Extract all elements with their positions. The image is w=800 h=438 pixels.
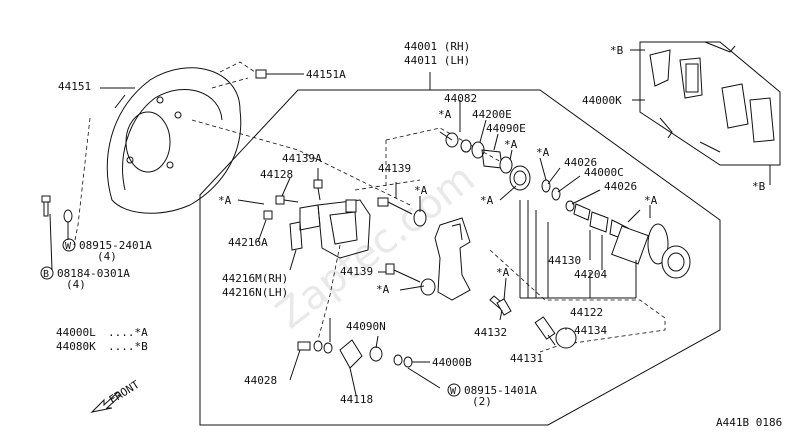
boot-44082-label: 44082 xyxy=(444,92,477,105)
a-mark-7: *A xyxy=(376,283,390,296)
pad-kit-l-note: ....*A xyxy=(108,326,148,339)
spring-rh-label: 44216M(RH) xyxy=(222,272,288,285)
front-arrow-icon xyxy=(90,391,122,413)
bolt-dash-2 xyxy=(211,77,249,89)
pin-mid-label: 44139 xyxy=(340,265,373,278)
b-mark-top: *B xyxy=(610,44,624,57)
bleed-leader xyxy=(289,349,301,381)
caliper-lh-label: 44011 (LH) xyxy=(404,54,470,67)
boot-44090n-label: 44090N xyxy=(346,320,386,333)
a-mark-9: *A xyxy=(496,266,510,279)
ring-a-label: 44026 xyxy=(564,156,597,169)
spring-lh-label: 44216N(LH) xyxy=(222,286,288,299)
bolt-washer-label: 08915-2401A xyxy=(79,239,152,252)
bolt-qty: (4) xyxy=(66,278,86,291)
pad-kit-l-label: 44000L xyxy=(56,326,96,339)
bleeder-label: 44128 xyxy=(260,168,293,181)
a-mark-6: *A xyxy=(218,194,232,207)
seal-kit-k-label: 44080K xyxy=(56,340,96,353)
washer-w2-label: 08915-1401A xyxy=(464,384,537,397)
a-mark-5: *A xyxy=(414,184,428,197)
pad-set-boundary xyxy=(639,41,781,166)
bolt-label: 08184-0301A xyxy=(57,267,130,280)
plate-bolt-dash xyxy=(73,117,91,246)
w-marker-icon-2 xyxy=(447,383,461,397)
spring-44204-label: 44204 xyxy=(574,268,607,281)
bleeder-leader xyxy=(281,177,291,197)
washer-w2-qty: (2) xyxy=(472,395,492,408)
seal-kit-k-note: ....*B xyxy=(108,340,148,353)
ring-b-label: 44026 xyxy=(604,180,637,193)
nut-44132-label: 44132 xyxy=(474,326,507,339)
boot-n-leader xyxy=(375,335,379,349)
a-leader-1 xyxy=(439,131,453,141)
right-leaders xyxy=(519,167,641,299)
splash-plate xyxy=(106,67,242,214)
b-circle-glyph: B xyxy=(43,269,49,280)
caliper-rh-label: 44001 (RH) xyxy=(404,40,470,53)
a-leader-7 xyxy=(399,285,425,291)
washer-w2-leader xyxy=(407,367,441,389)
plate-bolt-part xyxy=(255,69,304,79)
front-label: FRONT xyxy=(107,378,142,407)
plate-caliper-dash xyxy=(191,119,411,206)
bolt-dash xyxy=(219,61,256,73)
boot-e-leader xyxy=(493,133,499,151)
piston-seal-train xyxy=(445,132,531,191)
bolt-washer-qty: (4) xyxy=(97,250,117,263)
piston-seal-e-label: 44200E xyxy=(472,108,512,121)
a-mark-8: *A xyxy=(644,194,658,207)
bleeder-cap-label: 44139A xyxy=(282,152,322,165)
caliper-bracket xyxy=(434,217,471,301)
b-mark-bottom: *B xyxy=(752,180,766,193)
a-leader-lower xyxy=(503,277,507,301)
b-marker-icon xyxy=(40,266,54,280)
a-leader-6 xyxy=(237,199,265,205)
a-leader-3 xyxy=(539,157,547,181)
pin-boot-leader xyxy=(257,219,267,243)
bleeder-parts xyxy=(263,179,323,251)
lever-44134-label: 44134 xyxy=(574,324,607,337)
guide-pins xyxy=(377,197,436,296)
pad-44000c-label: 44000C xyxy=(584,166,624,179)
caliper-assembly-boundary xyxy=(199,89,721,426)
plate-bolt-label: 44151A xyxy=(306,68,346,81)
w-marker-icon xyxy=(62,238,76,252)
seal-leader xyxy=(479,119,487,143)
a-leader-2 xyxy=(509,149,513,161)
piston-44130-label: 44130 xyxy=(548,254,581,267)
screw-44131-label: 44131 xyxy=(510,352,543,365)
w-mark-glyph: W xyxy=(65,241,72,252)
lower-right-parts xyxy=(489,295,577,349)
a-mark-2: *A xyxy=(504,138,518,151)
w-mark-glyph-2: W xyxy=(450,386,457,397)
piston-boot-e-label: 44090E xyxy=(486,122,526,135)
pin-boot-label: 44216A xyxy=(228,236,268,249)
a-leader-4 xyxy=(499,185,517,201)
rod-44122-label: 44122 xyxy=(570,306,603,319)
splash-plate-label: 44151 xyxy=(58,80,91,93)
left-bolt-part xyxy=(41,195,73,271)
a-mark-3: *A xyxy=(536,146,550,159)
piston-dash-3 xyxy=(354,179,421,191)
pin-top-label: 44139 xyxy=(378,162,411,175)
pad-shapes xyxy=(649,41,775,153)
lower-dash xyxy=(317,244,341,341)
piston-train-right xyxy=(541,179,691,279)
a-mark-1: *A xyxy=(438,108,452,121)
bleed-44028-label: 44028 xyxy=(244,374,277,387)
nut-leader xyxy=(499,309,503,321)
pad-set-label: 44000K xyxy=(582,94,622,107)
bottom-parts xyxy=(297,339,413,396)
spring-leader xyxy=(289,249,297,271)
link-44118-label: 44118 xyxy=(340,393,373,406)
washer-44000b-label: 44000B xyxy=(432,356,472,369)
a-mark-4: *A xyxy=(480,194,494,207)
catalog-ref: A441B 0186 xyxy=(716,416,782,429)
watermark-text: Zaptec.com xyxy=(268,155,484,338)
